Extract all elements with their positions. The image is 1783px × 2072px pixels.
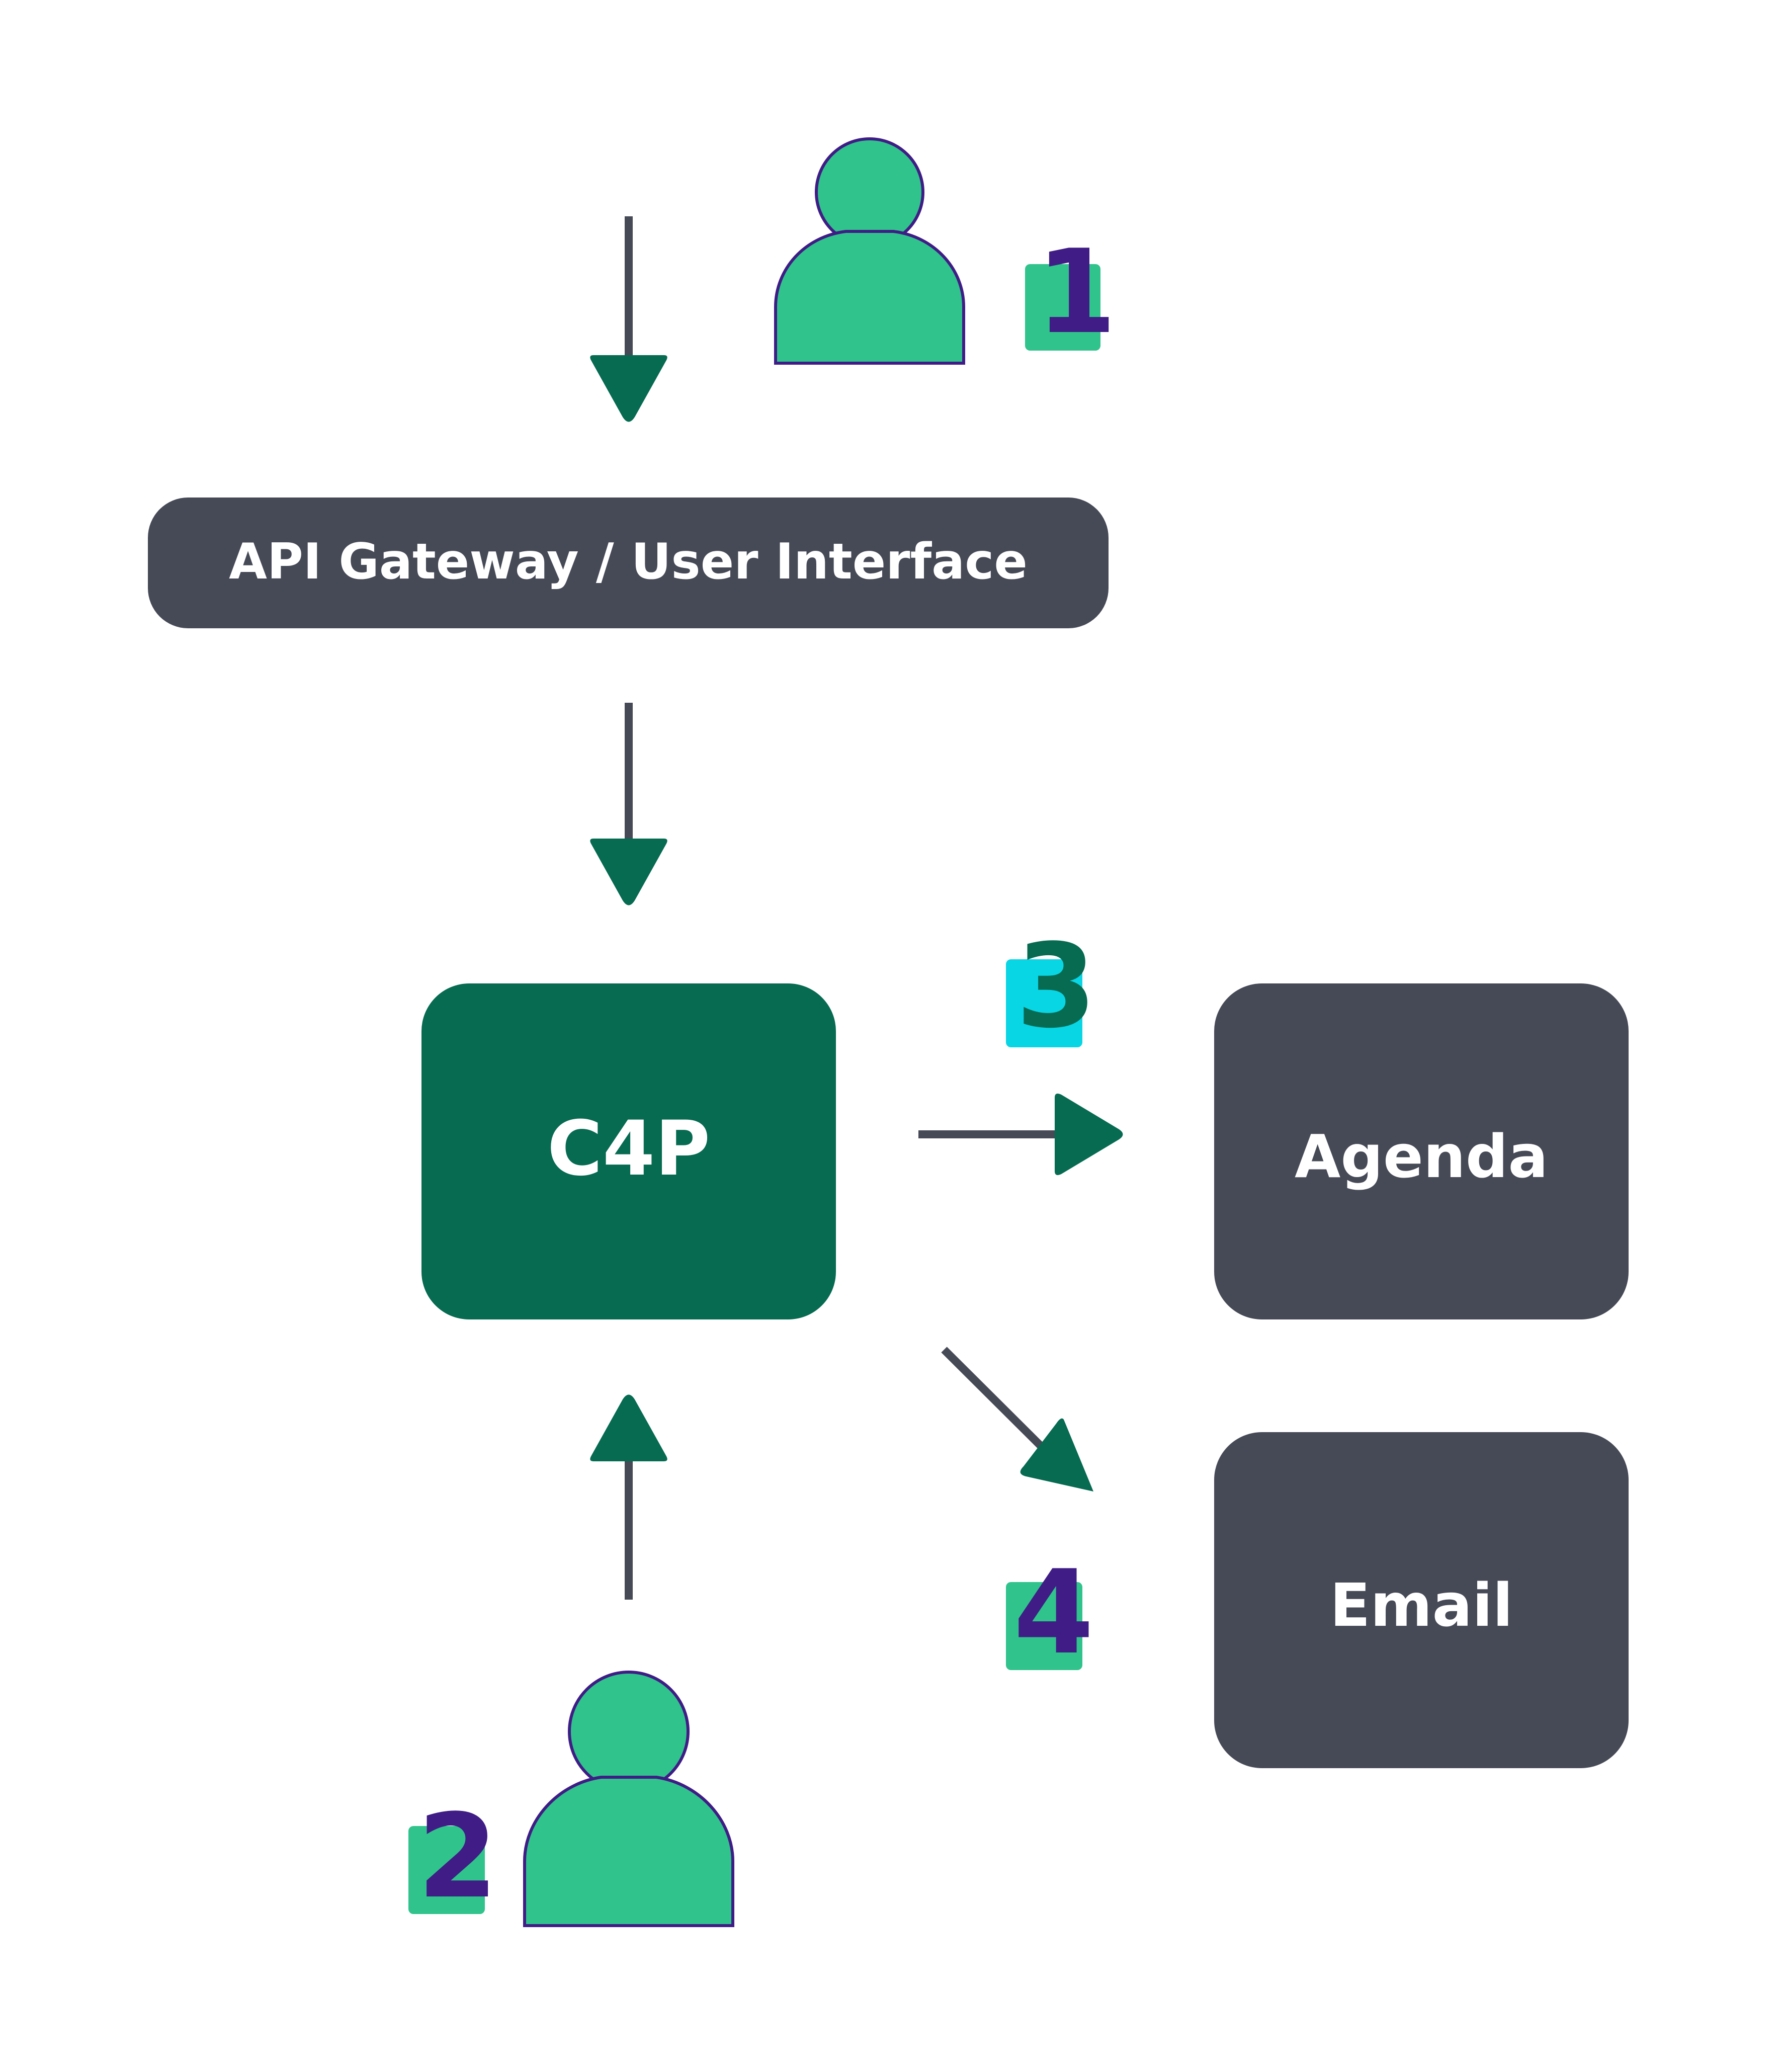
- step-number-2: 2: [417, 1790, 498, 1924]
- arrow-user-to-c4p: [590, 1394, 667, 1600]
- step-number-4: 4: [1013, 1546, 1094, 1680]
- api-gateway-label: API Gateway / User Interface: [229, 533, 1028, 591]
- api-gateway-node: API Gateway / User Interface: [148, 498, 1109, 628]
- user-icon-top: [774, 137, 965, 365]
- agenda-label: Agenda: [1295, 1122, 1548, 1191]
- email-label: Email: [1330, 1570, 1513, 1640]
- arrow-c4p-to-email: [941, 1347, 1093, 1491]
- arrow-into-gateway: [590, 216, 667, 422]
- email-node: Email: [1214, 1432, 1629, 1768]
- user-icon-bottom: [523, 1671, 734, 1927]
- agenda-node: Agenda: [1214, 983, 1629, 1319]
- step-badge-2: 2: [408, 1790, 498, 1924]
- arrow-c4p-to-agenda: [918, 1094, 1123, 1175]
- step-number-3: 3: [1016, 920, 1096, 1054]
- step-badge-3: 3: [1006, 920, 1096, 1054]
- step-number-1: 1: [1036, 225, 1117, 360]
- c4p-label: C4P: [547, 1105, 710, 1193]
- step-badge-4: 4: [1006, 1546, 1094, 1680]
- c4p-node: C4P: [421, 983, 836, 1319]
- step-badge-1: 1: [1025, 225, 1117, 360]
- arrow-gateway-to-c4p: [590, 703, 667, 905]
